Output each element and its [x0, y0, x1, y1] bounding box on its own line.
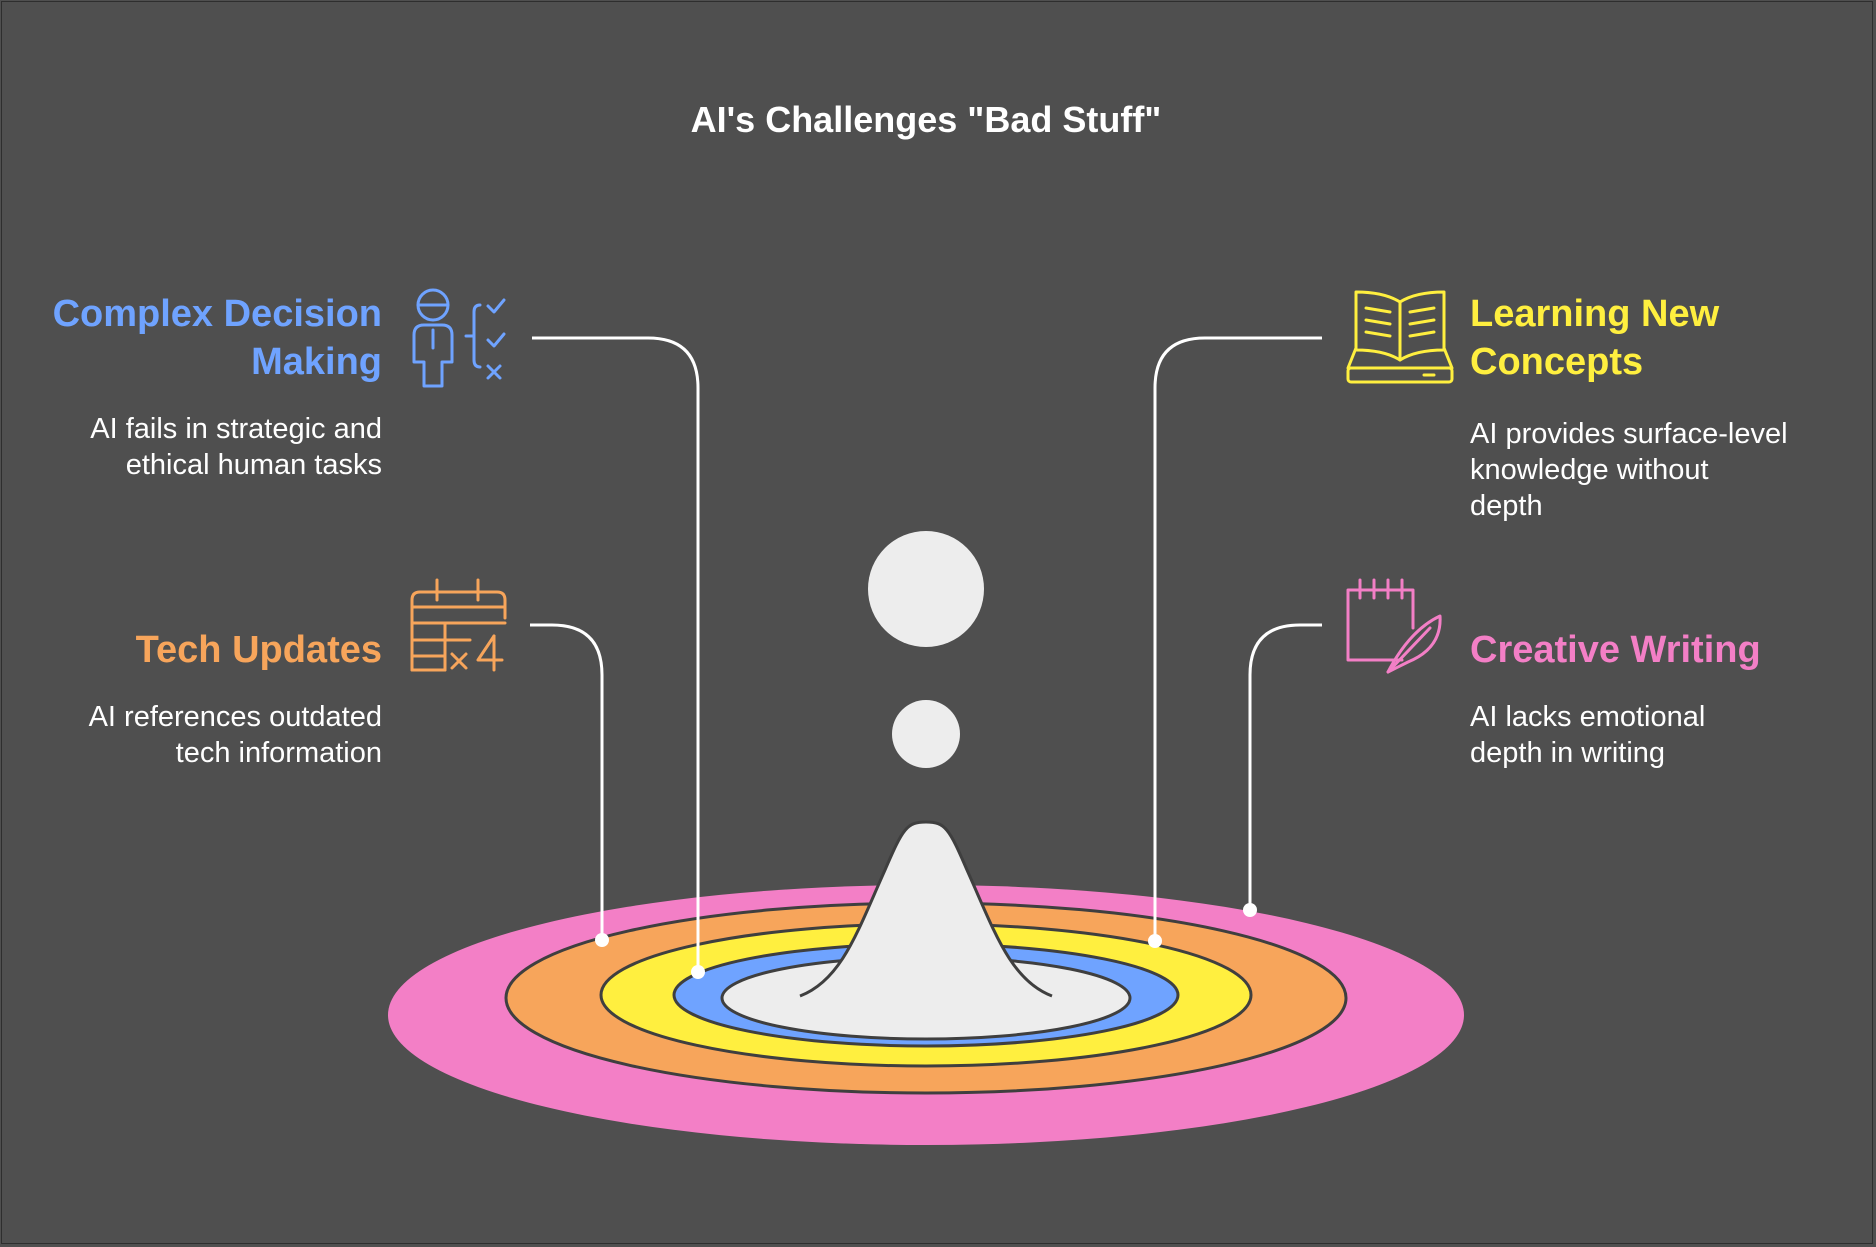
desc-line: AI references outdated — [88, 701, 382, 733]
notepad-quill-icon — [1346, 578, 1442, 674]
desc-line: AI fails in strategic and — [90, 413, 382, 445]
connector-learning — [1153, 336, 1322, 941]
heading-tech-updates: Tech Updates — [136, 626, 382, 674]
heading-complex-decision: Complex Decision Making — [53, 290, 382, 386]
heading-line: Creative Writing — [1470, 629, 1761, 671]
connector-dot-learning — [1148, 934, 1162, 948]
desc-line: AI provides surface-level — [1470, 418, 1788, 450]
heading-line: Concepts — [1470, 341, 1644, 383]
desc-complex-decision: AI fails in strategic and ethical human … — [90, 411, 382, 483]
connector-tech — [530, 623, 604, 940]
desc-creative-writing: AI lacks emotional depth in writing — [1470, 699, 1705, 771]
connector-dot-creative — [1243, 903, 1257, 917]
heading-creative-writing: Creative Writing — [1470, 626, 1761, 674]
person-checklist-icon — [412, 288, 506, 388]
large-dot — [868, 531, 984, 647]
calendar-x4-icon — [410, 578, 507, 672]
desc-line: depth in writing — [1470, 737, 1666, 769]
connector-dot-complex — [691, 965, 705, 979]
heading-learning-new-concepts: Learning New Concepts — [1470, 290, 1719, 386]
diagram-title: AI's Challenges "Bad Stuff" — [690, 99, 1162, 140]
desc-line: tech information — [175, 737, 382, 769]
connector-complex — [532, 336, 700, 972]
heading-line: Making — [251, 341, 382, 383]
desc-learning-new-concepts: AI provides surface-level knowledge with… — [1470, 416, 1788, 524]
connector-dot-tech — [595, 933, 609, 947]
heading-line: Learning New — [1470, 293, 1720, 335]
connector-creative — [1248, 623, 1322, 910]
bell-peak — [799, 820, 1053, 998]
small-dot — [892, 700, 960, 768]
open-book-icon — [1346, 290, 1454, 384]
desc-line: ethical human tasks — [125, 449, 382, 481]
desc-line: knowledge without — [1470, 454, 1709, 486]
desc-line: depth — [1470, 490, 1543, 522]
desc-line: AI lacks emotional — [1470, 701, 1706, 733]
desc-tech-updates: AI references outdated tech information — [89, 699, 382, 771]
heading-line: Tech Updates — [135, 629, 382, 671]
heading-line: Complex Decision — [52, 293, 382, 335]
